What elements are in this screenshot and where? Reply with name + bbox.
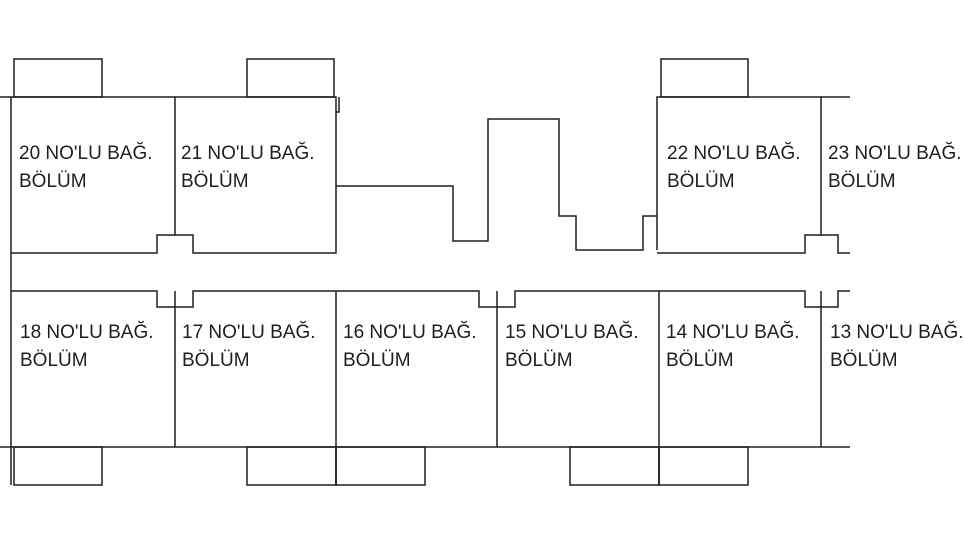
stair-core-outline <box>336 118 657 251</box>
unit-label-20: 20 NO'LU BAĞ. BÖLÜM <box>19 140 153 196</box>
unit-23-line1: 23 NO'LU BAĞ. <box>828 143 962 164</box>
unit-label-18: 18 NO'LU BAĞ. BÖLÜM <box>20 319 154 375</box>
unit-20-line1: 20 NO'LU BAĞ. <box>19 143 153 164</box>
unit-label-14: 14 NO'LU BAĞ. BÖLÜM <box>666 319 800 375</box>
unit-17-line1: 17 NO'LU BAĞ. <box>182 322 316 343</box>
unit-label-22: 22 NO'LU BAĞ. BÖLÜM <box>667 140 801 196</box>
unit-21-line1: 21 NO'LU BAĞ. <box>181 143 315 164</box>
balcony-top-21 <box>246 58 335 98</box>
unit-20-outline <box>11 96 176 254</box>
unit-label-16: 16 NO'LU BAĞ. BÖLÜM <box>343 319 477 375</box>
unit-21-outline <box>175 96 340 254</box>
floor-plan: 20 NO'LU BAĞ. BÖLÜM 21 NO'LU BAĞ. BÖLÜM … <box>0 58 964 486</box>
balcony-bottom-17 <box>246 446 337 486</box>
balcony-top-22 <box>660 58 749 98</box>
unit-label-15: 15 NO'LU BAĞ. BÖLÜM <box>505 319 639 375</box>
unit-label-21: 21 NO'LU BAĞ. BÖLÜM <box>181 140 315 196</box>
unit-22-line1: 22 NO'LU BAĞ. <box>667 143 801 164</box>
unit-14-line2: BÖLÜM <box>666 350 734 371</box>
balcony-bottom-16 <box>335 446 426 486</box>
unit-13-line2: BÖLÜM <box>830 350 898 371</box>
unit-15-line2: BÖLÜM <box>505 350 573 371</box>
unit-label-23: 23 NO'LU BAĞ. BÖLÜM <box>828 140 962 196</box>
unit-label-17: 17 NO'LU BAĞ. BÖLÜM <box>182 319 316 375</box>
unit-20-line2: BÖLÜM <box>19 171 87 192</box>
balcony-top-20 <box>13 58 103 98</box>
unit-22-line2: BÖLÜM <box>667 171 735 192</box>
unit-23-line2: BÖLÜM <box>828 171 896 192</box>
unit-16-line1: 16 NO'LU BAĞ. <box>343 322 477 343</box>
unit-label-13: 13 NO'LU BAĞ. BÖLÜM <box>830 319 964 375</box>
balcony-bottom-14 <box>658 446 749 486</box>
balcony-bottom-18 <box>13 446 103 486</box>
unit-13-line1: 13 NO'LU BAĞ. <box>830 322 964 343</box>
unit-23-outline <box>821 96 850 254</box>
unit-18-line2: BÖLÜM <box>20 350 88 371</box>
balcony-bottom-15 <box>569 446 660 486</box>
unit-14-line1: 14 NO'LU BAĞ. <box>666 322 800 343</box>
unit-18-line1: 18 NO'LU BAĞ. <box>20 322 154 343</box>
unit-16-line2: BÖLÜM <box>343 350 411 371</box>
unit-15-line1: 15 NO'LU BAĞ. <box>505 322 639 343</box>
unit-17-line2: BÖLÜM <box>182 350 250 371</box>
unit-21-line2: BÖLÜM <box>181 171 249 192</box>
floor-plan-drawing <box>0 58 850 486</box>
corridor-lower-edge <box>11 290 850 308</box>
